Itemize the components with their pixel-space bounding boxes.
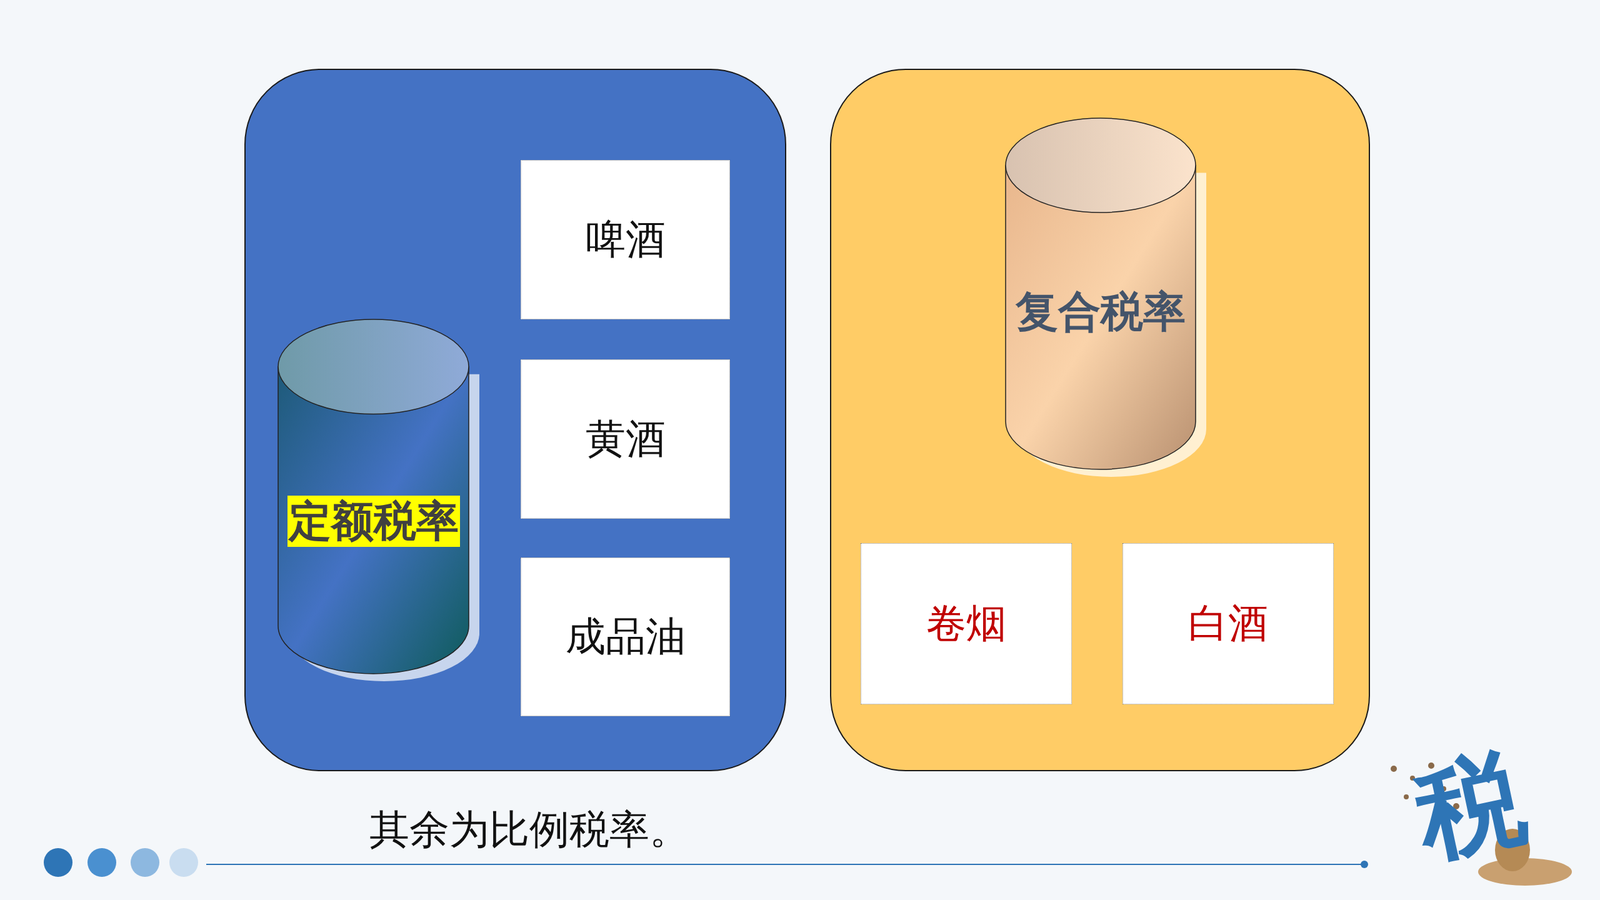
- rate-type-label: 复合税率: [1015, 287, 1186, 337]
- item-box: 啤酒: [520, 160, 730, 320]
- item-box: 卷烟: [860, 543, 1072, 705]
- item-label: 啤酒: [585, 216, 666, 264]
- item-label: 黄酒: [585, 416, 666, 463]
- item-label: 卷烟: [926, 600, 1007, 647]
- item-box: 成品油: [520, 557, 730, 717]
- footer-dot: [1360, 860, 1369, 869]
- blue-panel: [245, 69, 786, 771]
- item-box: 黄酒: [520, 359, 730, 519]
- cylinder-shape: 复合税率: [1005, 117, 1197, 470]
- footer-bullet: [43, 848, 73, 877]
- caption: 其余为比例税率。: [369, 802, 690, 857]
- item-label: 成品油: [565, 613, 686, 660]
- footer-bullet: [169, 848, 199, 877]
- footer-line: [206, 863, 1365, 865]
- cylinder-top: [278, 319, 469, 415]
- cylinder-shape: 定额税率: [277, 318, 470, 674]
- yellow-panel: [830, 69, 1370, 771]
- cylinder-top: [1005, 118, 1196, 213]
- footer-bullet: [87, 848, 117, 877]
- item-box: 白酒: [1122, 543, 1334, 705]
- footer-bullet: [130, 848, 160, 877]
- rate-type-label: 定额税率: [287, 495, 460, 547]
- logo-character: 税: [1407, 743, 1534, 870]
- item-label: 白酒: [1188, 600, 1269, 647]
